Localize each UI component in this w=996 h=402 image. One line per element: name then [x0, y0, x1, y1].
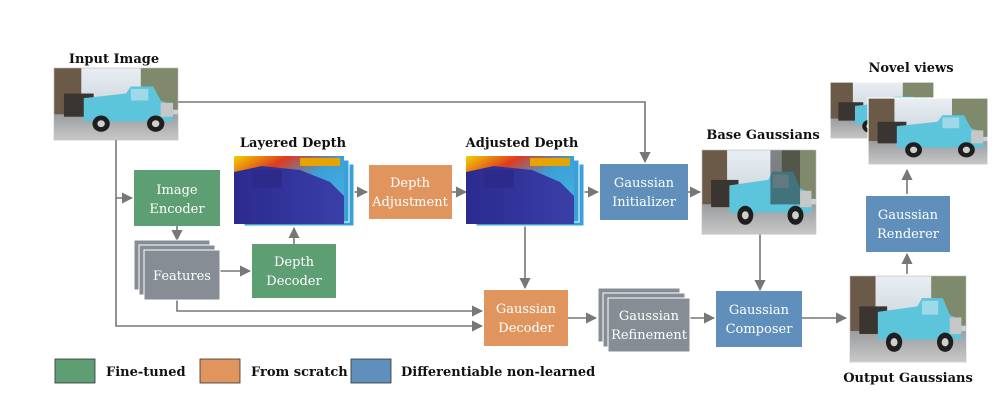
arrow-input-to-initializer: [178, 101, 651, 164]
legend-swatch-fine-tuned: [54, 358, 96, 384]
legend-label-from-scratch: From scratch: [251, 365, 348, 380]
legend-label-non-learned: Differentiable non-learned: [401, 365, 595, 380]
input-image-photo: [54, 68, 178, 140]
adjusted-depth-map: [466, 156, 574, 224]
arrow-features-to-gaussian-decoder: [176, 298, 484, 317]
node-gaussian-renderer: Gaussian Renderer: [866, 196, 950, 252]
legend-swatch-non-learned: [350, 358, 392, 384]
node-depth-adjustment-line2: Adjustment: [371, 195, 448, 210]
arrow-input-to-encoder: [115, 140, 134, 204]
node-depth-adjustment-line1: Depth: [390, 176, 431, 191]
node-features-label: Features: [153, 269, 211, 284]
legend-swatch-from-scratch: [199, 358, 241, 384]
node-image-encoder-line1: Image: [156, 183, 198, 198]
legend-item-fine-tuned: Fine-tuned: [54, 358, 186, 384]
node-gaussian-decoder-line2: Decoder: [498, 321, 554, 336]
node-depth-decoder-line1: Depth: [274, 255, 315, 270]
connections: [115, 101, 913, 332]
node-gaussian-decoder-line1: Gaussian: [496, 302, 557, 317]
node-gaussian-composer-line1: Gaussian: [729, 303, 790, 318]
legend-item-from-scratch: From scratch: [199, 358, 348, 384]
caption-layered-depth: Layered Depth: [240, 136, 347, 151]
output-gaussians-photo: [850, 276, 966, 362]
caption-input-image: Input Image: [69, 52, 159, 67]
layered-depth-map: [234, 156, 344, 224]
node-gaussian-refinement-line2: Refinement: [611, 328, 688, 343]
node-depth-decoder-line2: Decoder: [266, 274, 322, 289]
node-gaussian-initializer-line1: Gaussian: [614, 176, 675, 191]
node-gaussian-initializer: Gaussian Initializer: [600, 164, 688, 220]
node-gaussian-composer: Gaussian Composer: [716, 291, 802, 347]
node-depth-decoder: Depth Decoder: [252, 244, 336, 298]
legend-item-non-learned: Differentiable non-learned: [350, 358, 595, 384]
base-gaussians-photo: [702, 150, 816, 235]
node-gaussian-composer-line2: Composer: [726, 322, 794, 337]
node-image-encoder: Image Encoder: [134, 170, 220, 226]
caption-base-gaussians: Base Gaussians: [706, 128, 819, 143]
caption-novel-views: Novel views: [868, 61, 953, 76]
adjusted-depth-stack: [466, 156, 585, 227]
node-features: Features: [133, 239, 221, 301]
novel-views-stack: [829, 81, 989, 166]
node-depth-adjustment: Depth Adjustment: [369, 165, 452, 219]
node-gaussian-decoder: Gaussian Decoder: [484, 290, 568, 346]
caption-output-gaussians: Output Gaussians: [843, 371, 973, 386]
node-gaussian-refinement-line1: Gaussian: [619, 309, 680, 324]
arrow-input-to-gaussian-decoder: [115, 198, 484, 332]
node-gaussian-renderer-line2: Renderer: [877, 227, 940, 242]
node-gaussian-renderer-line1: Gaussian: [878, 208, 939, 223]
node-image-encoder-line2: Encoder: [149, 202, 205, 217]
caption-adjusted-depth: Adjusted Depth: [465, 136, 579, 151]
legend-label-fine-tuned: Fine-tuned: [106, 365, 186, 380]
novel-view-front: [868, 98, 988, 165]
legend: Fine-tuned From scratch Differentiable n…: [54, 358, 595, 384]
node-gaussian-refinement: Gaussian Refinement: [597, 287, 691, 353]
layered-depth-stack: [234, 156, 355, 227]
node-gaussian-initializer-line2: Initializer: [612, 195, 677, 210]
